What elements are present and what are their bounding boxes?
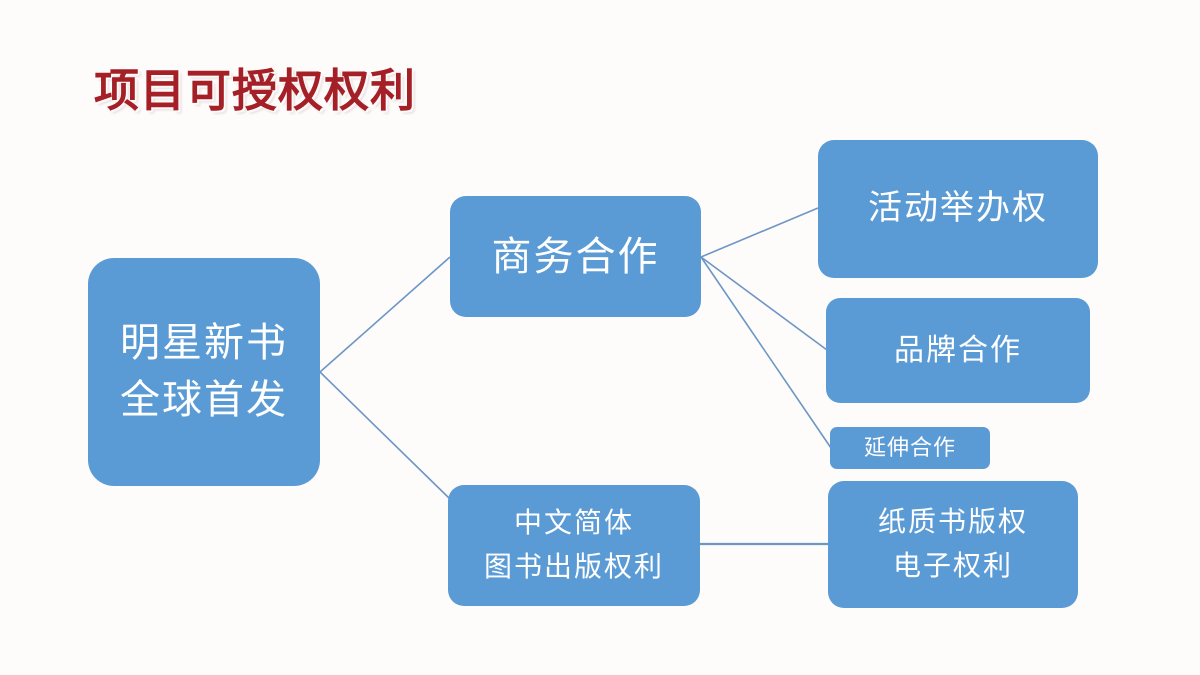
connector-business-to-event bbox=[700, 207, 819, 258]
node-print-digital-line2: 电子权利 bbox=[892, 550, 1013, 582]
connector-business-to-brand bbox=[700, 256, 828, 351]
node-extended-cooperation[interactable]: 延伸合作 bbox=[830, 427, 990, 469]
node-chinese-book-line2: 图书出版权利 bbox=[483, 551, 664, 583]
node-root-line1: 明星新书 bbox=[120, 320, 288, 366]
page-title: 项目可授权权利 bbox=[94, 66, 417, 117]
node-business-label: 商务合作 bbox=[491, 233, 660, 279]
node-root[interactable]: 明星新书 全球首发 bbox=[88, 258, 320, 486]
node-brand-cooperation[interactable]: 品牌合作 bbox=[826, 298, 1090, 403]
node-chinese-book-line1: 中文简体 bbox=[513, 508, 634, 540]
node-root-line2: 全球首发 bbox=[120, 377, 288, 422]
node-event-hosting-rights[interactable]: 活动举办权 bbox=[818, 140, 1098, 278]
node-extended-label: 延伸合作 bbox=[863, 434, 956, 460]
connector-root-to-business bbox=[319, 256, 451, 373]
connector-business-to-extended bbox=[700, 256, 832, 449]
node-event-label: 活动举办权 bbox=[868, 189, 1048, 227]
node-brand-label: 品牌合作 bbox=[894, 333, 1022, 367]
node-print-digital-line1: 纸质书版权 bbox=[877, 507, 1028, 539]
connector-root-to-chinese-book bbox=[319, 371, 452, 501]
node-print-and-digital-rights[interactable]: 纸质书版权 电子权利 bbox=[828, 481, 1078, 608]
node-chinese-book-publishing-rights[interactable]: 中文简体 图书出版权利 bbox=[448, 485, 700, 606]
node-business-cooperation[interactable]: 商务合作 bbox=[450, 196, 701, 317]
